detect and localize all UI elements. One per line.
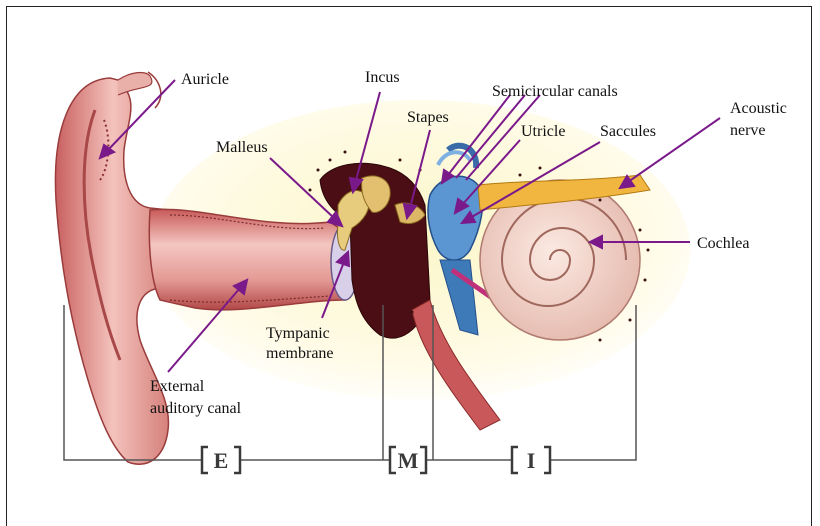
section-label-inner: I — [527, 448, 536, 473]
label-external-line1: External — [150, 378, 205, 395]
label-tympanic-line2: membrane — [266, 345, 334, 362]
label-semicircular-canals: Semicircular canals — [492, 83, 618, 100]
label-stapes: Stapes — [407, 109, 449, 126]
label-malleus: Malleus — [216, 139, 268, 156]
label-external-line2: auditory canal — [150, 400, 242, 417]
external-auditory-canal-shape — [149, 209, 345, 310]
label-acoustic-line2: nerve — [730, 122, 766, 139]
label-acoustic-line1: Acoustic — [730, 100, 787, 117]
label-tympanic-line1: Tympanic — [266, 325, 330, 342]
label-utricle: Utricle — [521, 123, 565, 140]
label-auricle: Auricle — [181, 71, 229, 88]
section-label-middle: M — [398, 448, 419, 473]
label-cochlea: Cochlea — [697, 235, 749, 252]
label-incus: Incus — [365, 69, 400, 86]
section-label-external: E — [214, 448, 229, 473]
label-saccules: Saccules — [600, 123, 656, 140]
